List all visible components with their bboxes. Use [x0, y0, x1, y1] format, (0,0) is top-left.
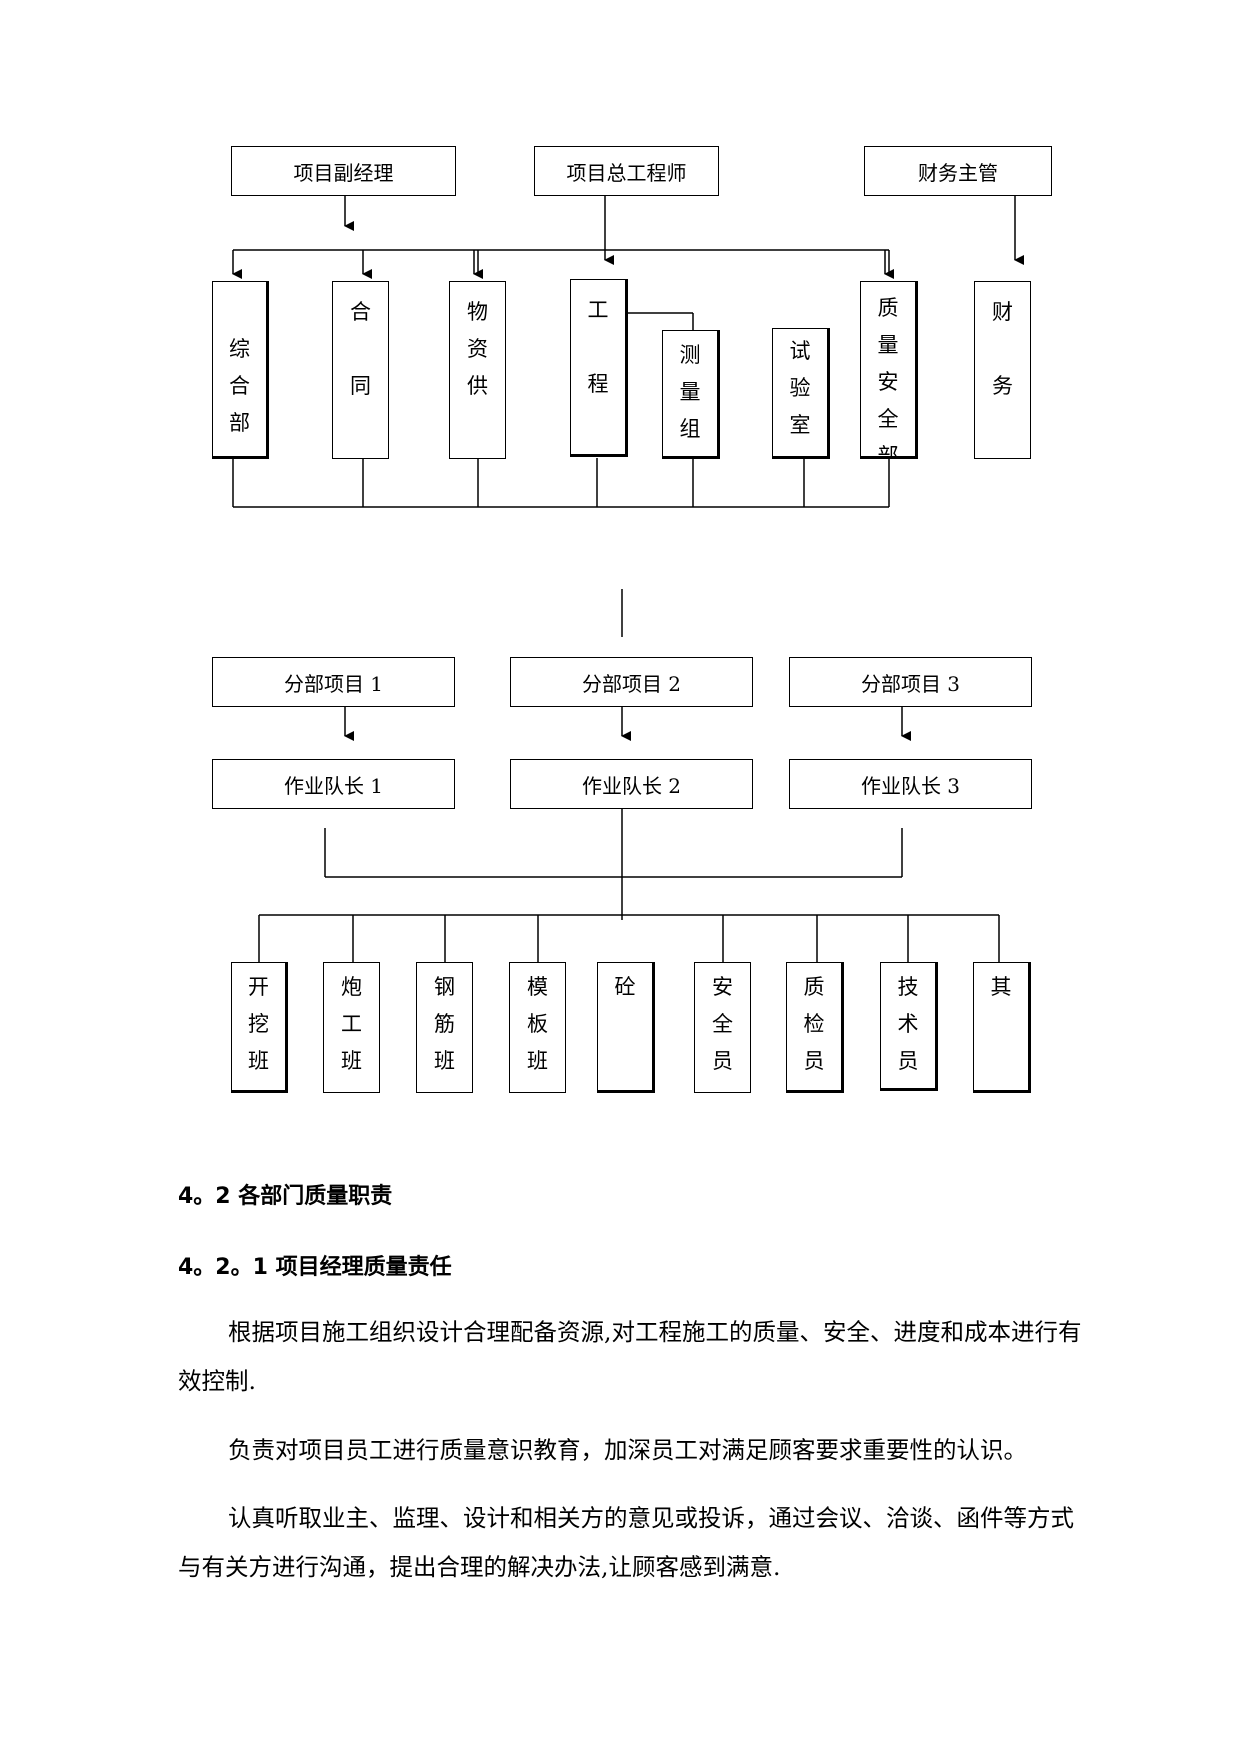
- crew-box-technician: 技 术 员: [880, 962, 938, 1091]
- department-label-contract: 合 同: [350, 300, 371, 398]
- crew-label-safety-officer: 安 全 员: [712, 975, 733, 1073]
- crew-label-concrete: 砼: [614, 975, 636, 999]
- team-leader-label-3: 作业队长 3: [860, 773, 961, 798]
- department-box-lab: 试 验 室: [772, 328, 830, 459]
- department-box-contract: 合 同: [332, 281, 389, 459]
- sub-project-label-2: 分部项目 2: [581, 671, 682, 696]
- crew-label-technician: 技 术 员: [897, 975, 919, 1073]
- team-leader-box-3: 作业队长 3: [789, 759, 1032, 809]
- crew-label-quality-inspector: 质 检 员: [803, 975, 825, 1073]
- department-label-materials: 物 资 供: [467, 300, 488, 398]
- paragraph-communication: 认真听取业主、监理、设计和相关方的意见或投诉，通过会议、洽谈、函件等方式与有关方…: [178, 1504, 1074, 1581]
- finance-supervisor-box: 财务主管: [864, 146, 1052, 196]
- crew-label-formwork: 模 板 班: [527, 975, 548, 1073]
- team-leader-box-2: 作业队长 2: [510, 759, 753, 809]
- crew-box-rebar: 钢 筋 班: [416, 962, 473, 1093]
- department-box-survey: 测 量 组: [662, 330, 720, 459]
- crew-box-blasting: 炮 工 班: [323, 962, 380, 1093]
- section-heading-4-2: 4。2 各部门质量职责: [178, 1184, 393, 1209]
- department-label-general: 综 合 部: [229, 337, 250, 435]
- department-box-finance: 财 务: [974, 281, 1031, 459]
- sub-project-box-1: 分部项目 1: [212, 657, 455, 707]
- department-box-quality-safety: 质 量 安 全 部: [860, 281, 918, 459]
- crew-label-blasting: 炮 工 班: [341, 975, 362, 1073]
- department-box-general: 综 合 部: [212, 281, 269, 459]
- paragraph-resources: 根据项目施工组织设计合理配备资源,对工程施工的质量、安全、进度和成本进行有效控制…: [178, 1318, 1082, 1395]
- chief-engineer-label: 项目总工程师: [566, 160, 687, 185]
- section-heading-4-2-1: 4。2。1 项目经理质量责任: [178, 1255, 452, 1280]
- crew-label-excavation: 开 挖 班: [248, 975, 269, 1073]
- deputy-manager-box: 项目副经理: [231, 146, 456, 196]
- finance-supervisor-label: 财务主管: [918, 160, 998, 185]
- department-label-quality-safety: 质 量 安 全 部: [877, 296, 899, 459]
- chief-engineer-box: 项目总工程师: [534, 146, 719, 196]
- sub-project-label-1: 分部项目 1: [283, 671, 384, 696]
- crew-box-safety-officer: 安 全 员: [694, 962, 751, 1093]
- department-label-survey: 测 量 组: [679, 343, 701, 441]
- department-box-materials: 物 资 供: [449, 281, 506, 459]
- crew-box-formwork: 模 板 班: [509, 962, 566, 1093]
- crew-label-rebar: 钢 筋 班: [434, 975, 455, 1073]
- department-label-finance: 财 务: [992, 300, 1013, 398]
- team-leader-label-2: 作业队长 2: [581, 773, 682, 798]
- department-label-engineering: 工 程: [587, 298, 609, 396]
- sub-project-box-3: 分部项目 3: [789, 657, 1032, 707]
- sub-project-label-3: 分部项目 3: [860, 671, 961, 696]
- org-chart-connectors: [232, 196, 1024, 964]
- crew-box-quality-inspector: 质 检 员: [786, 962, 844, 1093]
- crew-box-concrete: 砼: [597, 962, 655, 1093]
- sub-project-box-2: 分部项目 2: [510, 657, 753, 707]
- paragraph-quality-awareness: 负责对项目员工进行质量意识教育，加深员工对满足顾客要求重要性的认识。: [228, 1436, 1027, 1464]
- department-label-lab: 试 验 室: [789, 339, 811, 437]
- team-leader-box-1: 作业队长 1: [212, 759, 455, 809]
- crew-box-excavation: 开 挖 班: [231, 962, 288, 1093]
- org-chart: 项目副经理 项目总工程师 财务主管 综 合 部 合 同 物 资 供 工 程 测 …: [212, 146, 1052, 1093]
- team-leader-label-1: 作业队长 1: [283, 773, 384, 798]
- crew-label-other: 其: [990, 975, 1012, 999]
- crew-box-other: 其: [973, 962, 1031, 1093]
- department-box-engineering: 工 程: [570, 279, 628, 457]
- deputy-manager-label: 项目副经理: [293, 160, 394, 185]
